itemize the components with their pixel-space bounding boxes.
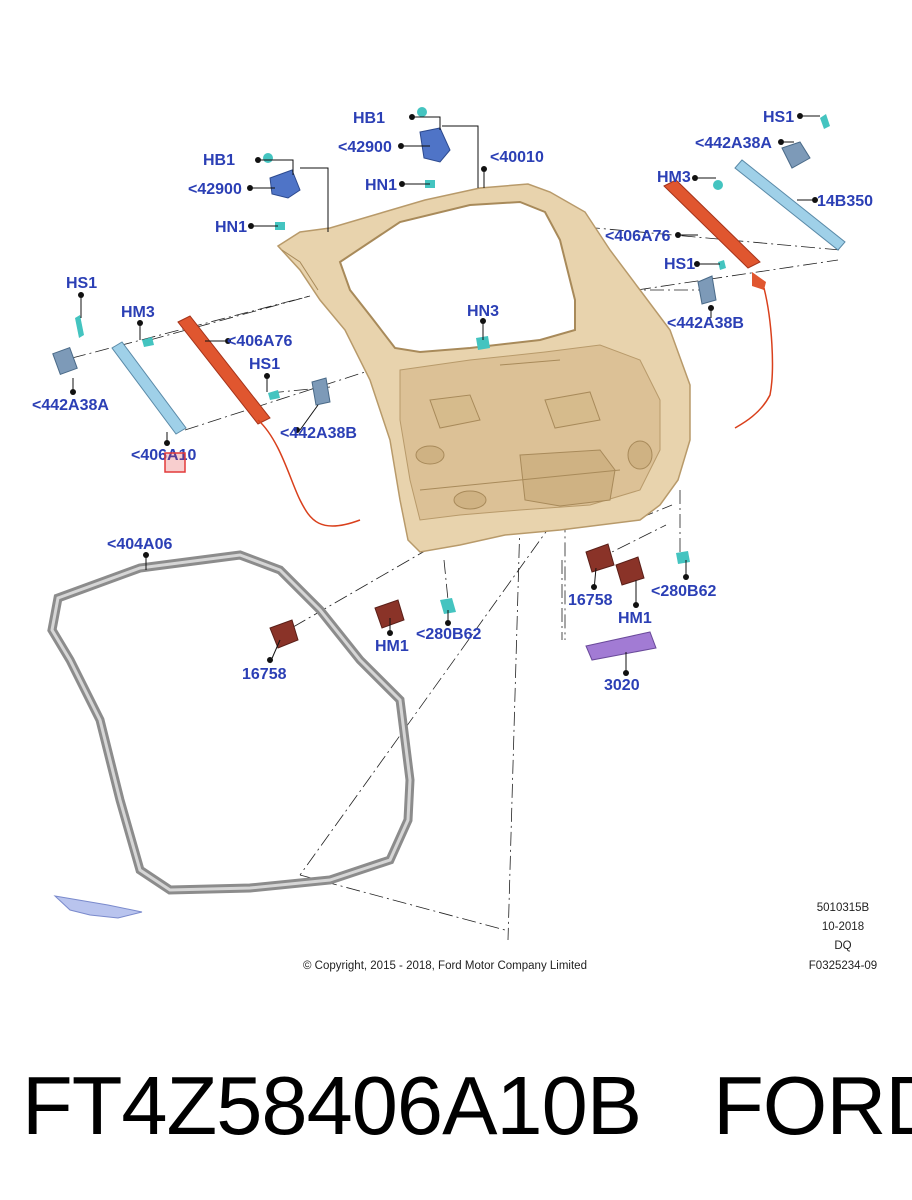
label-hm1-left: HM1 xyxy=(375,638,409,655)
exploded-view-svg: HB1 <42900 HN1 <40010 HB1 <42900 HN1 HS1… xyxy=(32,107,877,972)
right-gas-strut xyxy=(734,114,846,251)
diagram-code-2: 10-2018 xyxy=(822,921,864,933)
label-hs1-left: HS1 xyxy=(66,275,97,292)
diagram-code-4: F0325234-09 xyxy=(809,960,877,972)
label-16758-right: 16758 xyxy=(568,592,613,609)
label-hn3: HN3 xyxy=(467,303,499,320)
label-hn1-left: HN1 xyxy=(215,219,247,236)
label-280b62-right: <280B62 xyxy=(651,583,716,600)
right-trim-molding xyxy=(663,179,774,429)
hn3-clip xyxy=(476,336,490,350)
direction-arrow xyxy=(53,895,143,919)
label-hb1-center: HB1 xyxy=(353,110,385,127)
label-16758-left: 16758 xyxy=(242,666,287,683)
label-hs1-right: HS1 xyxy=(664,256,695,273)
label-442a38b-right: <442A38B xyxy=(667,315,744,332)
label-442a38a-right: <442A38A xyxy=(695,135,772,152)
weatherstrip-seal xyxy=(47,550,415,895)
label-hs1-right-top: HS1 xyxy=(763,109,794,126)
right-hinge-bracket xyxy=(697,260,726,305)
highlight-box xyxy=(164,452,186,473)
diagram-code-3: DQ xyxy=(834,940,851,952)
diagram-code-1: 5010315B xyxy=(817,902,870,914)
left-hinge xyxy=(263,153,301,230)
label-42900-center: <42900 xyxy=(338,139,392,156)
label-hn1-center: HN1 xyxy=(365,177,397,194)
copyright-text: © Copyright, 2015 - 2018, Ford Motor Com… xyxy=(303,960,587,972)
label-442a38b-left: <442A38B xyxy=(280,425,357,442)
label-406a76-left: <406A76 xyxy=(227,333,292,350)
label-442a38a-left: <442A38A xyxy=(32,397,109,414)
brand-name: FORD xyxy=(713,1059,912,1152)
leader-dots xyxy=(70,113,818,676)
label-40010: <40010 xyxy=(490,149,544,166)
bumpers xyxy=(269,543,645,649)
label-404a06: <404A06 xyxy=(107,536,172,553)
left-trim-molding xyxy=(177,315,361,527)
part-number: FT4Z58406A10B xyxy=(22,1059,642,1152)
liftgate-inner-panel xyxy=(276,183,691,553)
left-gas-strut xyxy=(52,315,187,435)
label-hm3-left: HM3 xyxy=(121,304,155,321)
label-406a76-right: <406A76 xyxy=(605,228,670,245)
label-hs1-mid: HS1 xyxy=(249,356,280,373)
label-406a10: <406A10 xyxy=(131,447,196,464)
part-caption: FT4Z58406A10B FORD xyxy=(22,1058,912,1168)
label-hb1-left: HB1 xyxy=(203,152,235,169)
label-42900-left: <42900 xyxy=(188,181,242,198)
label-280b62-left: <280B62 xyxy=(416,626,481,643)
label-hm1-right: HM1 xyxy=(618,610,652,627)
bracket-3020 xyxy=(585,631,657,661)
label-3020: 3020 xyxy=(604,677,640,694)
label-14b350: 14B350 xyxy=(817,193,873,210)
parts-diagram: HB1 <42900 HN1 <40010 HB1 <42900 HN1 HS1… xyxy=(32,107,877,972)
center-hinge xyxy=(417,107,451,188)
left-hinge-bracket xyxy=(142,337,331,406)
label-hm3-right: HM3 xyxy=(657,169,691,186)
